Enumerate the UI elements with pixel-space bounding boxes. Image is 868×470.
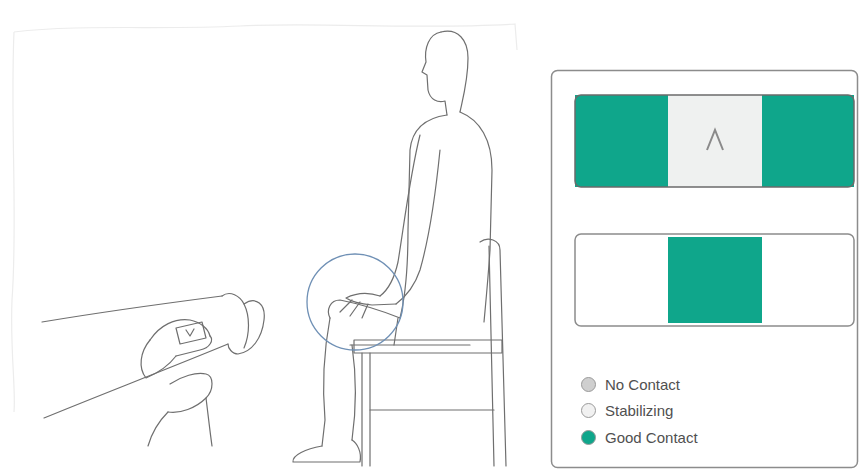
zoom-circle xyxy=(307,254,403,350)
legend-entry: Good Contact xyxy=(581,424,698,451)
top-contact-bar xyxy=(575,95,854,187)
legend-text: Stabilizing xyxy=(605,402,673,419)
bar-segment-good xyxy=(575,95,668,187)
seated-person xyxy=(293,31,506,466)
status-panel xyxy=(552,71,858,468)
legend-entry: Stabilizing xyxy=(581,398,698,425)
closeup-leg-hands xyxy=(42,294,264,446)
legend-entry: No Contact xyxy=(581,371,698,398)
legend-swatch xyxy=(581,377,596,392)
bar-outline xyxy=(575,234,854,326)
bar-segment-stabilizing xyxy=(668,95,762,187)
legend-swatch xyxy=(581,430,596,445)
bar-segment-good xyxy=(668,237,762,323)
legend-swatch xyxy=(581,403,596,418)
chevron-icon xyxy=(707,130,723,150)
legend: No ContactStabilizingGood Contact xyxy=(581,371,698,451)
backdrop-outline xyxy=(12,24,517,412)
bottom-contact-bar xyxy=(575,234,854,326)
bar-outline xyxy=(575,95,854,187)
legend-text: No Contact xyxy=(605,376,680,393)
legend-text: Good Contact xyxy=(605,429,698,446)
bar-segment-good xyxy=(762,95,854,187)
